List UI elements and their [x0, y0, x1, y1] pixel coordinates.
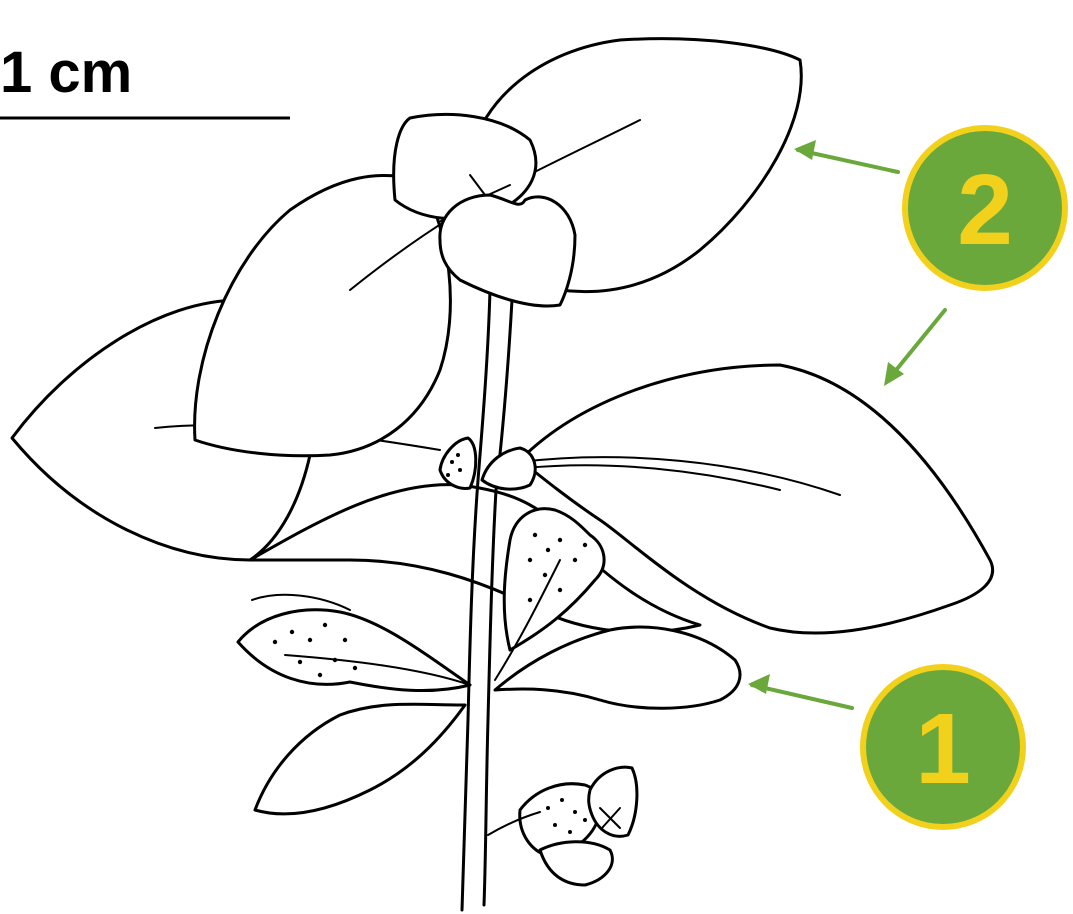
- leaf-bottom-lower: [540, 842, 612, 885]
- leaf-lower-left: [255, 704, 465, 814]
- leaf-spotted-mid: [504, 509, 604, 650]
- arrow-to-leaf-young: [748, 674, 852, 708]
- leaf-spotted-left: [238, 610, 470, 691]
- callout-badge-2-number: 2: [957, 154, 1013, 266]
- axillary-bud-left: [440, 438, 476, 488]
- axillary-bud-right: [482, 448, 535, 489]
- leaf-spotted-left-outline: [252, 595, 350, 610]
- scale-bar: 1 cm: [0, 40, 290, 118]
- callout-badge-1-number: 1: [915, 693, 971, 805]
- bud-leaf-front: [440, 195, 575, 306]
- arrow-to-leaf-top-right: [794, 140, 898, 172]
- leaf-young-right: [495, 627, 740, 708]
- callout-badge-1: 1: [863, 667, 1023, 827]
- callout-badge-2: 2: [905, 128, 1065, 288]
- leaf-upper-left: [195, 175, 451, 455]
- arrow-to-leaf-large-right: [884, 310, 945, 386]
- scale-bar-label: 1 cm: [0, 40, 132, 105]
